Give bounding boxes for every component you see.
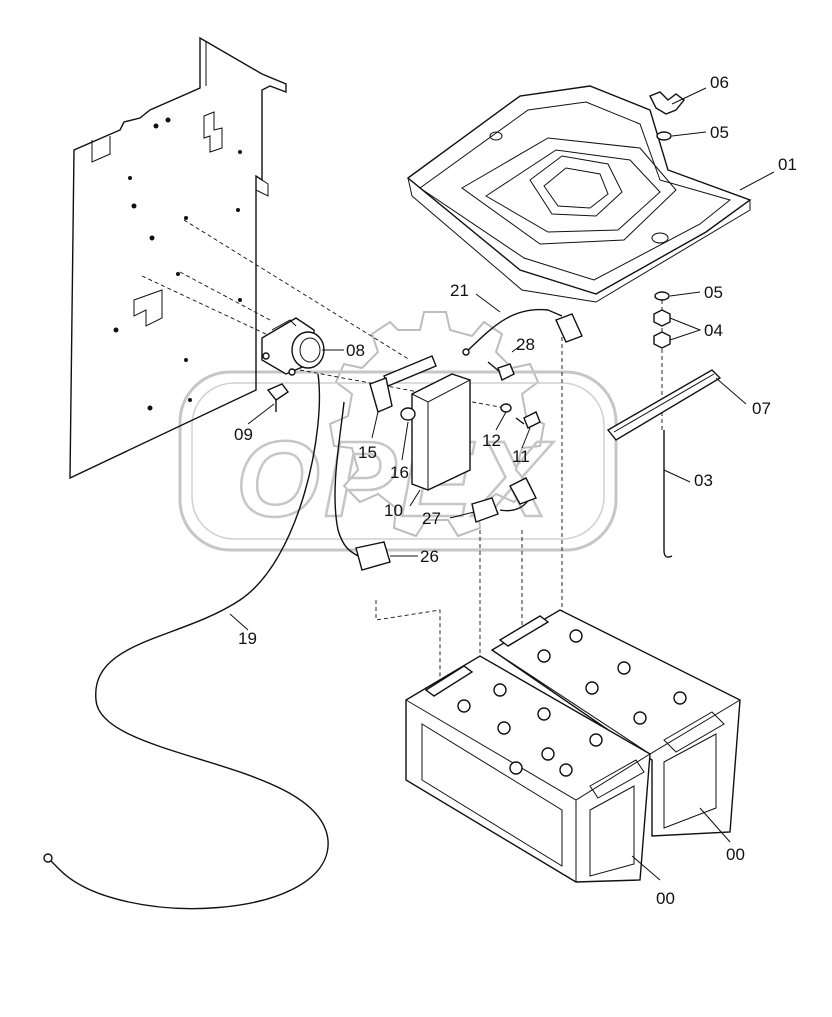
callout-21: 21 <box>450 281 469 300</box>
hardware-stack <box>649 91 685 349</box>
callout-15: 15 <box>358 443 377 462</box>
watermark: OPEX <box>178 311 618 552</box>
battery-relay <box>261 317 325 376</box>
callout-03: 03 <box>694 471 713 490</box>
callout-05-upper: 05 <box>710 123 729 142</box>
cable-27 <box>471 477 537 523</box>
leader-lines <box>229 87 775 881</box>
nut-lower-icon <box>653 331 671 349</box>
cable-21 <box>462 308 583 356</box>
washer-upper-icon <box>656 131 672 141</box>
callout-labels: 06 05 01 05 04 07 03 21 28 08 09 15 16 1… <box>234 73 797 908</box>
callout-05-lower: 05 <box>704 283 723 302</box>
switch-icon <box>369 377 393 413</box>
bolt-09-icon <box>266 383 290 401</box>
callout-28: 28 <box>516 335 535 354</box>
wing-nut-icon <box>649 91 685 115</box>
callout-16: 16 <box>390 463 409 482</box>
terminal-box <box>369 355 471 491</box>
cable-19 <box>43 373 391 910</box>
nut-upper-icon <box>653 309 671 327</box>
washer-lower-icon <box>654 291 670 301</box>
callout-00-front: 00 <box>656 889 675 908</box>
hold-down-bar <box>606 369 722 558</box>
bolts <box>266 361 541 429</box>
bolt-16-icon <box>400 407 416 421</box>
watermark-text: OPEX <box>236 418 554 539</box>
callout-01: 01 <box>778 155 797 174</box>
callout-27: 27 <box>422 509 441 528</box>
washer-12-icon <box>500 403 512 413</box>
callout-12: 12 <box>482 431 501 450</box>
bolt-11-icon <box>523 411 541 429</box>
callout-04: 04 <box>704 321 723 340</box>
callout-19: 19 <box>238 629 257 648</box>
callout-06: 06 <box>710 73 729 92</box>
bolt-28-icon <box>497 363 515 381</box>
watermark-gear-icon <box>328 311 546 538</box>
callout-07: 07 <box>752 399 771 418</box>
callout-10: 10 <box>384 501 403 520</box>
j-rod <box>663 430 673 558</box>
callout-11: 11 <box>512 447 530 466</box>
battery-front <box>405 655 651 883</box>
callout-26: 26 <box>420 547 439 566</box>
battery-rear <box>490 609 741 837</box>
callout-08: 08 <box>346 341 365 360</box>
callout-09: 09 <box>234 425 253 444</box>
callout-00-rear: 00 <box>726 845 745 864</box>
battery-tray <box>406 85 752 303</box>
back-panel <box>69 36 287 480</box>
